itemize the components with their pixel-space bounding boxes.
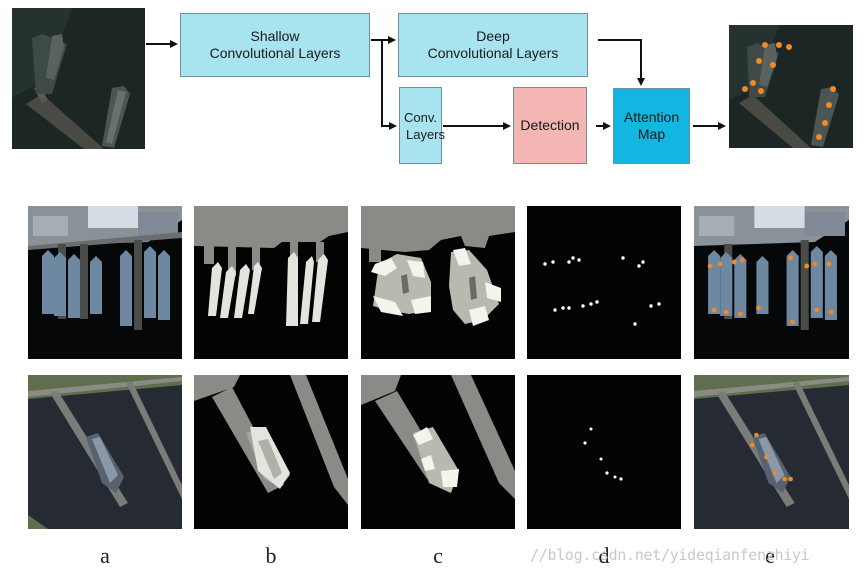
caption-c: c [433,543,443,568]
deep-box-line-1: Deep [476,28,510,44]
row1-b-segmentation [194,206,348,359]
caption-b: b [265,543,277,568]
row1-c-segmentation [361,206,515,359]
shallow-conv-layers-box: Shallow Convolutional Layers [180,13,370,77]
conv-layers-box: Conv. Layers [399,87,446,164]
arrow-shallow-to-conv [381,40,397,130]
caption-d: d [598,543,610,568]
row1-d-detection-points [527,206,681,359]
shallow-box-line-1: Shallow [250,28,300,44]
detection-box-label: Detection [520,117,580,133]
conv-box-line-2: Layers [405,126,446,142]
arrow-deep-to-attention [598,39,645,86]
deep-conv-layers-box: Deep Convolutional Layers [398,13,588,77]
row2-e-satellite-detections [694,375,849,529]
input-satellite-image [12,8,145,149]
attention-map-box: Attention Map [613,88,690,164]
caption-a: a [100,543,110,568]
detection-box: Detection [513,87,587,164]
row2-a-satellite [28,375,182,529]
conv-box-line-1: Conv. [404,109,437,125]
row1-a-satellite [28,206,182,359]
watermark: //blog.csdn.net/yideqianfenzhiyi [530,546,810,564]
output-satellite-image [729,25,853,148]
row1-e-satellite-detections [694,206,849,359]
row2-c-segmentation [361,375,515,529]
row2-b-segmentation [194,375,348,529]
deep-box-line-2: Convolutional Layers [427,45,559,61]
attention-box-line-1: Attention [623,109,680,125]
attention-box-line-2: Map [637,126,666,142]
row2-d-detection-points [527,375,681,529]
shallow-box-line-2: Convolutional Layers [209,45,341,61]
caption-e: e [765,543,775,568]
